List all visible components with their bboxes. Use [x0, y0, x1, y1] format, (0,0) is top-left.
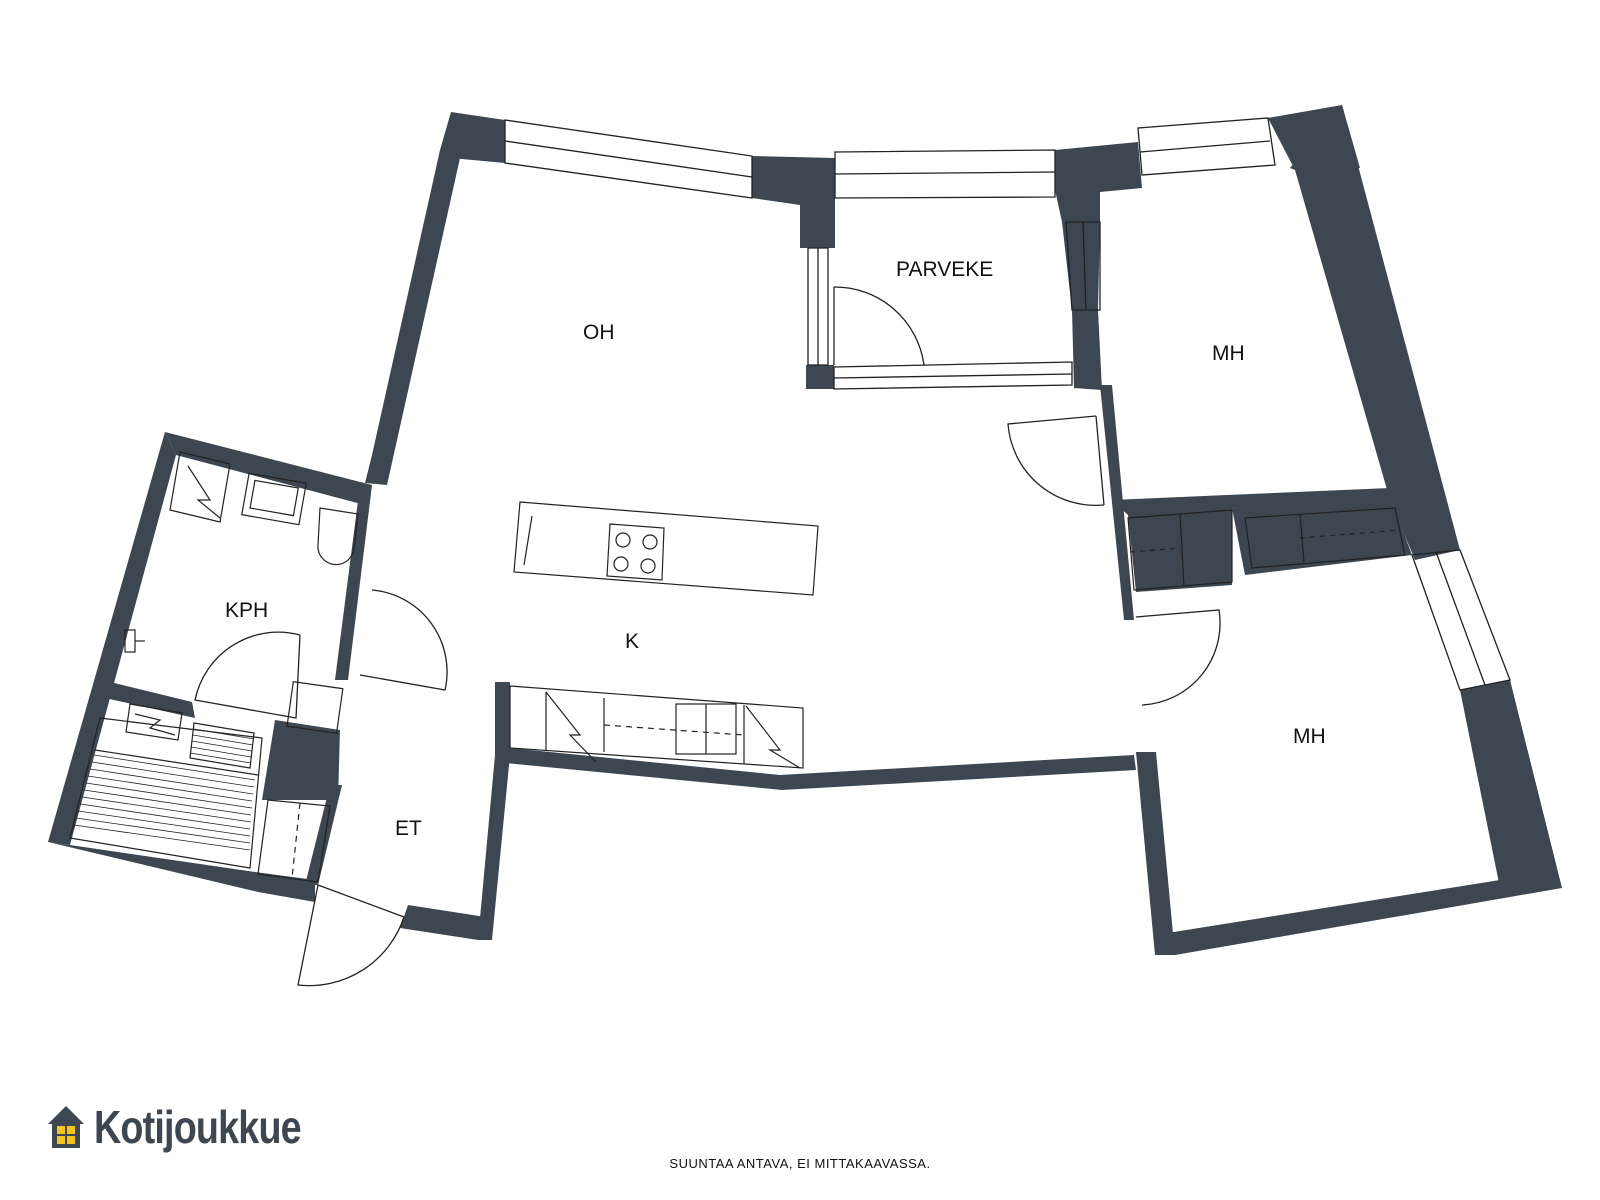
brand-name: Kotijoukkue — [94, 1101, 302, 1153]
kitchen-island — [513, 501, 819, 596]
wall-right-outer — [1290, 105, 1460, 560]
house-icon — [48, 1106, 84, 1148]
door-swing-icon — [359, 589, 448, 691]
toilet-icon — [317, 507, 359, 566]
doors — [194, 286, 1221, 987]
wall-top-pillar-2 — [1055, 142, 1142, 222]
shower-head-icon — [124, 629, 145, 653]
window-parveke-top — [834, 149, 1056, 199]
room-labels: OH PARVEKE MH KPH K MH ET — [225, 258, 1326, 840]
wall-top-pillar-1 — [752, 156, 835, 248]
wall-mh-lower-bottom — [1155, 880, 1562, 955]
room-label-parveke: PARVEKE — [896, 258, 993, 281]
wall-oh-top-left — [451, 112, 505, 163]
wall-mh-lower-left — [1136, 752, 1175, 955]
kitchen-counter — [509, 685, 804, 769]
wall-kitchen-bottom — [495, 682, 1136, 790]
room-label-mh-lower: MH — [1293, 725, 1326, 748]
window-parveke-left — [807, 247, 829, 366]
sink-icon — [241, 472, 307, 526]
wall-kph-bottom — [48, 842, 315, 902]
kph-shower-icon — [169, 451, 231, 523]
wall-et-right — [478, 755, 510, 940]
room-label-oh: OH — [583, 321, 615, 344]
sauna-bench-icon — [69, 717, 263, 869]
window-oh — [504, 119, 753, 199]
wall-mh-divider-right — [1232, 496, 1412, 575]
room-label-kph: KPH — [225, 599, 268, 622]
wall-parveke-bottom-left — [806, 365, 834, 389]
windows — [504, 117, 1511, 691]
wall-kph-door-right — [262, 720, 340, 800]
wall-parveke-right — [1072, 310, 1102, 390]
walls — [48, 105, 1562, 955]
wall-kph-top — [165, 432, 372, 505]
wall-kph-sauna-divider — [102, 680, 195, 718]
window-parveke-right — [1065, 221, 1101, 311]
wall-right-outer-lower — [1460, 680, 1562, 888]
wall-kph-right — [335, 485, 372, 680]
door-swing-icon — [194, 631, 301, 719]
door-swing-icon — [1135, 609, 1221, 706]
wall-et-bottom — [400, 905, 492, 940]
door-swing-icon — [1007, 415, 1105, 507]
room-label-mh-upper: MH — [1212, 342, 1245, 365]
window-parveke-bottom — [833, 361, 1073, 390]
room-label-et: ET — [395, 817, 422, 840]
wall-oh-left — [365, 112, 460, 485]
wall-et-left — [305, 785, 342, 885]
door-swing-icon — [297, 884, 405, 987]
fixtures — [69, 451, 1406, 883]
stove-icon — [606, 523, 665, 581]
wall-parveke-right-upper — [1062, 222, 1100, 310]
wall-kph-left — [48, 432, 176, 845]
window-mh-right — [1411, 549, 1511, 691]
door-swing-icon — [833, 286, 925, 366]
brand-logo: Kotijoukkue — [46, 1100, 346, 1154]
room-label-k: K — [625, 630, 639, 653]
disclaimer-note: SUUNTAA ANTAVA, EI MITTAKAAVASSA. — [669, 1156, 931, 1171]
window-mh-top — [1137, 117, 1276, 176]
